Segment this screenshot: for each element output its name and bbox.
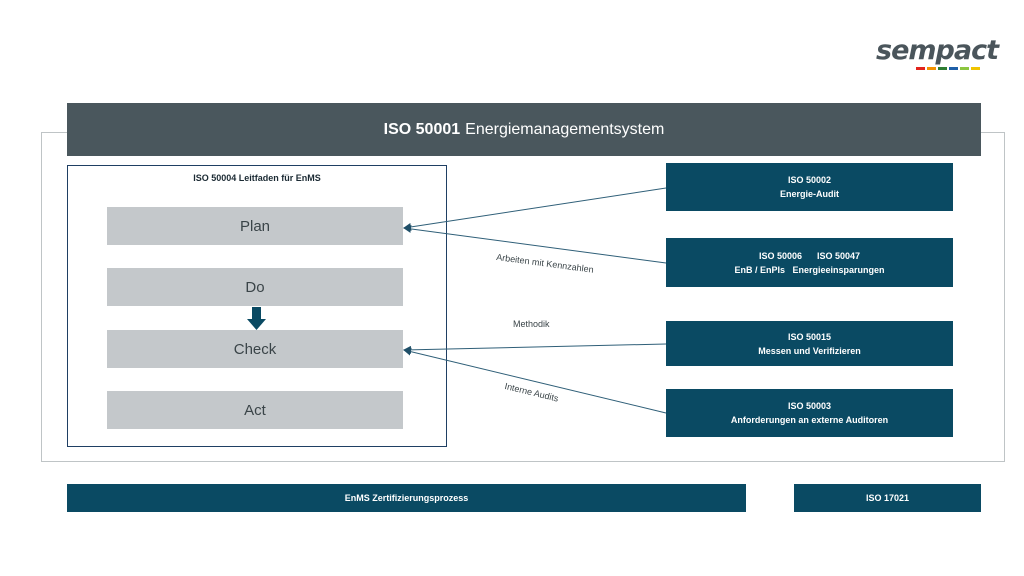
iso-50015-subtitle: Messen und Verifizieren: [758, 345, 861, 356]
iso-50002-title: ISO 50002: [787, 175, 832, 185]
logo-color-bar: [916, 67, 925, 70]
sempact-logo: sempact: [876, 36, 999, 76]
logo-wordmark: sempact: [876, 35, 999, 66]
logo-color-bar: [938, 67, 947, 70]
iso-50006-50047-title: ISO 50006 ISO 50047: [758, 250, 861, 261]
iso-50006-50047-subtitle: EnB / EnPIs Energieeinsparungen: [734, 264, 885, 275]
label-methodik: Methodik: [513, 319, 550, 329]
iso-50015-title: ISO 50015: [787, 331, 832, 342]
iso-50015-box: ISO 50015 Messen und Verifizieren: [666, 321, 953, 366]
logo-color-bar: [927, 67, 936, 70]
header-bar: ISO 50001 Energiemanagementsystem: [67, 103, 981, 156]
pdca-step-do: Do: [107, 268, 403, 306]
pdca-step-check: Check: [107, 330, 403, 368]
header-title-bold: ISO 50001: [383, 120, 461, 138]
iso-50002-box: ISO 50002 Energie-Audit: [666, 163, 953, 211]
footer-certification-bar: EnMS Zertifizierungsprozess: [67, 484, 746, 512]
iso-50003-box: ISO 50003 Anforderungen an externe Audit…: [666, 389, 953, 437]
pdca-step-act: Act: [107, 391, 403, 429]
iso-50006-50047-box: ISO 50006 ISO 50047 EnB / EnPIs Energiee…: [666, 238, 953, 287]
pdca-title: ISO 50004 Leitfaden für EnMS: [193, 173, 321, 183]
iso-50003-title: ISO 50003: [787, 401, 832, 411]
logo-color-bar: [971, 67, 980, 70]
header-title-rest: Energiemanagementsystem: [465, 120, 665, 138]
logo-color-bar: [949, 67, 958, 70]
pdca-step-plan: Plan: [107, 207, 403, 245]
logo-color-bar: [960, 67, 969, 70]
iso-50002-subtitle: Energie-Audit: [779, 189, 839, 199]
footer-iso-17021-bar: ISO 17021: [794, 484, 981, 512]
iso-50003-subtitle: Anforderungen an externe Auditoren: [730, 415, 889, 425]
